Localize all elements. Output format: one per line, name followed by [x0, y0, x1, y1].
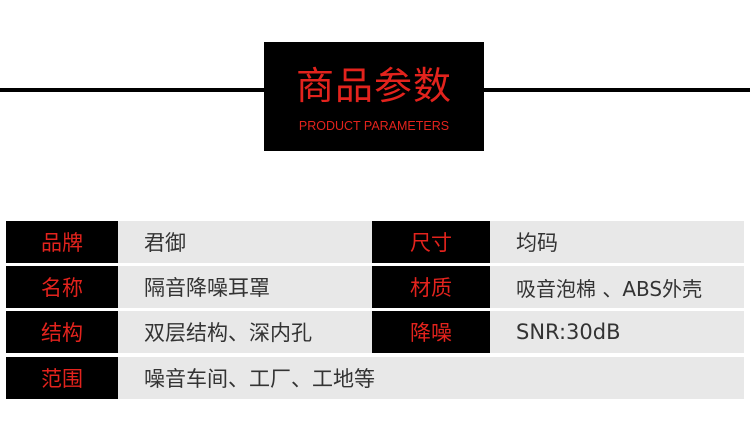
- section-header: 商品参数 PRODUCT PARAMETERS: [264, 42, 484, 151]
- param-label: 材质: [372, 266, 490, 308]
- param-value: 双层结构、深内孔: [144, 321, 312, 345]
- param-row: 结构 双层结构、深内孔 降噪 SNR:30dB: [6, 311, 744, 353]
- param-value: 噪音车间、工厂、工地等: [144, 367, 375, 391]
- param-value: 君御: [144, 231, 186, 255]
- param-value: 隔音降噪耳罩: [144, 276, 270, 300]
- param-value: 吸音泡棉 、ABS外壳: [516, 276, 703, 301]
- param-row: 名称 隔音降噪耳罩 材质 吸音泡棉 、ABS外壳: [6, 266, 744, 308]
- param-value: 均码: [516, 231, 558, 255]
- section-title: 商品参数: [295, 64, 452, 108]
- param-label: 品牌: [6, 221, 118, 263]
- param-row: 品牌 君御 尺寸 均码: [6, 221, 744, 263]
- param-row: 范围 噪音车间、工厂、工地等: [6, 357, 744, 399]
- param-label: 结构: [6, 311, 118, 353]
- param-label: 尺寸: [372, 221, 490, 263]
- param-label: 降噪: [372, 311, 490, 353]
- param-value: SNR:30dB: [516, 320, 621, 344]
- param-label: 名称: [6, 266, 118, 308]
- param-label: 范围: [6, 357, 118, 399]
- section-subtitle: PRODUCT PARAMETERS: [298, 119, 450, 133]
